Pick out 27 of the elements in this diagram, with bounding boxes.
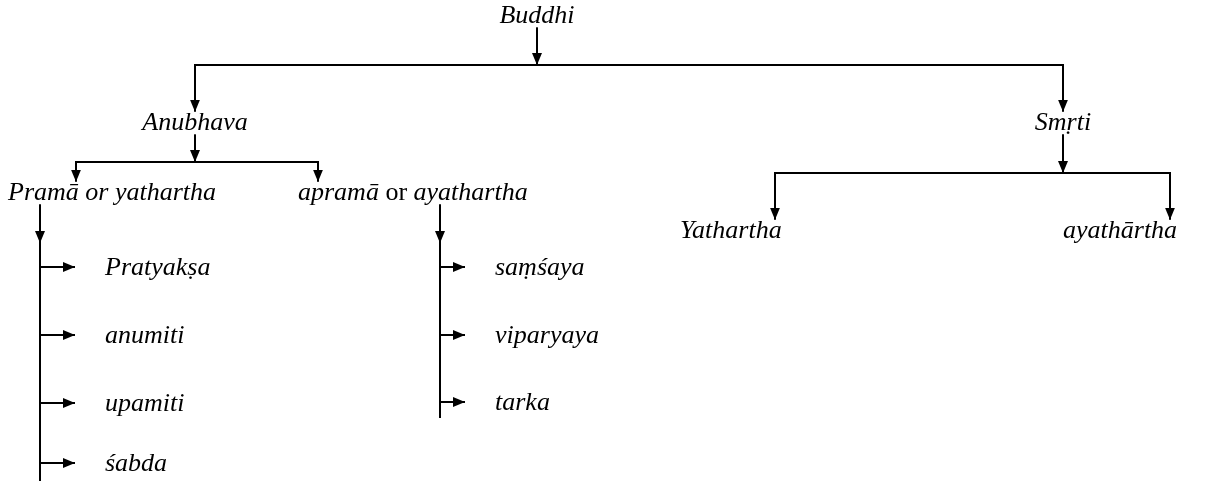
arrow [190,133,200,163]
arrow [435,203,445,244]
node-label: viparyaya [495,320,599,350]
node-label: Yathartha [680,215,782,245]
node-label: apramā or ayathartha [298,177,528,207]
arrow [1058,133,1068,174]
arrow [39,242,76,482]
node-label: Pramā or yathartha [8,177,216,207]
arrow [439,242,466,419]
node-label: Buddhi [499,0,575,30]
arrow [35,203,45,244]
node-label: saṃśaya [495,252,585,282]
node-label: upamiti [105,388,185,418]
arrow [71,161,196,183]
node-label: tarka [495,387,550,417]
arrow [1062,172,1175,221]
arrow [190,64,538,113]
arrow [770,172,1064,221]
node-label: anumiti [105,320,185,350]
arrow [536,64,1068,113]
arrow [194,161,323,183]
arrow [532,26,542,66]
node-label: śabda [105,448,168,478]
node-label: Smṛti [1034,107,1092,137]
node-label: ayathārtha [1063,215,1178,245]
node-label: Pratyakṣa [105,252,211,282]
node-label: Anubhava [142,107,248,137]
